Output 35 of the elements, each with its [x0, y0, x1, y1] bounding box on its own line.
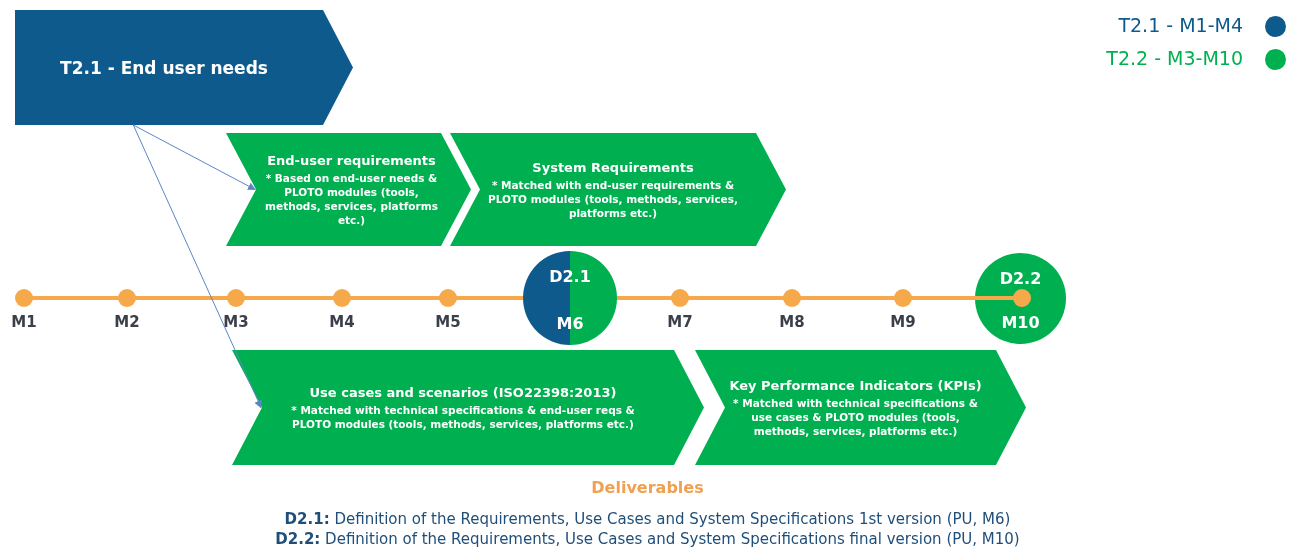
deliverable-circle	[523, 251, 617, 345]
chevron-box	[695, 350, 1026, 465]
milestone-label: M10	[1001, 313, 1040, 332]
chevron-box	[450, 133, 786, 246]
deliverable-label: D2.2	[999, 269, 1042, 288]
box-heading: Key Performance Indicators (KPIs)	[729, 377, 982, 393]
milestone-label: M8	[779, 313, 805, 331]
milestone-label: M4	[329, 313, 355, 331]
milestone-label: M5	[435, 313, 461, 331]
box-description: * Matched with technical specifications & end-user reqs & PLOTO modules (tools, methods, services, platforms etc.)	[290, 402, 636, 431]
box-heading: System Requirements	[532, 159, 694, 175]
task-arrow-shape	[15, 10, 353, 125]
task-title: T2.1 - End user needs	[60, 57, 268, 78]
chevron-box	[232, 350, 704, 465]
deliverable-description: D2.1: Definition of the Requirements, Use Cases and System Specifications 1st version (PU, M6)	[284, 510, 1011, 528]
milestone-label: M9	[890, 313, 916, 331]
milestone-label: M6	[556, 314, 584, 333]
milestone-label: M3	[223, 313, 249, 331]
deliverable-label: D2.1	[549, 267, 591, 286]
box-description: * Matched with end-user requirements & PLOTO modules (tools, methods, services, platforms etc.)	[487, 177, 739, 220]
box-heading: End-user requirements	[267, 152, 436, 168]
arrow	[132, 124, 262, 409]
legend-label: T2.1 - M1-M4	[1118, 14, 1243, 36]
legend-label: T2.2 - M3-M10	[1106, 47, 1243, 69]
section-heading: Deliverables	[591, 478, 704, 497]
box-heading: Use cases and scenarios (ISO22398:2013)	[309, 384, 617, 400]
box-description: * Based on end-user needs & PLOTO modules (tools, methods, services, platforms etc.)	[264, 170, 439, 227]
deliverable-description: D2.2: Definition of the Requirements, Use Cases and System Specifications final version (PU, M10)	[275, 530, 1020, 548]
milestone-label: M1	[11, 313, 37, 331]
milestone-label: M7	[667, 313, 693, 331]
box-description: * Matched with technical specifications & use cases & PLOTO modules (tools, methods, services, platforms etc.)	[732, 395, 979, 438]
chevron-box	[226, 133, 471, 246]
milestone-label: M2	[114, 313, 140, 331]
arrow	[132, 124, 256, 190]
deliverable-circle	[975, 253, 1066, 344]
